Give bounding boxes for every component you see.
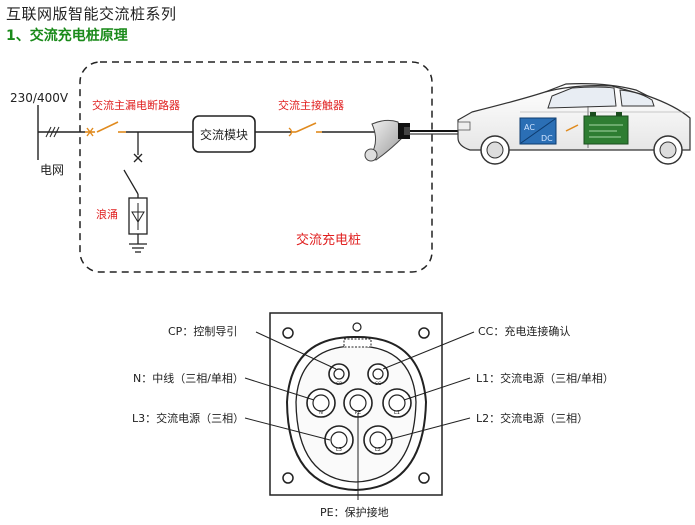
surge-arrester-symbol [128, 197, 148, 244]
pin-cc-text: CC [375, 381, 381, 387]
label-l2: L2：交流电源（三相） [476, 411, 588, 425]
main-breaker-symbol [85, 121, 126, 137]
pin-l2: L2 [363, 425, 393, 455]
pin-n-text: N [319, 410, 323, 416]
pin-pe: PE [343, 388, 373, 418]
pin-l1-text: L1 [394, 410, 400, 416]
converter-dc-text: DC [541, 134, 553, 143]
label-l1: L1：交流电源（三相/单相） [476, 371, 614, 385]
section-subtitle: 1、交流充电桩原理 [6, 28, 128, 44]
pin-l1: L1 [382, 388, 412, 418]
pin-n: N [306, 388, 336, 418]
leader-lines [244, 331, 475, 500]
main-contactor-symbol [288, 122, 322, 137]
pin-l2-text: L2 [375, 447, 381, 453]
battery-link [565, 124, 579, 132]
pin-l3-text: L3 [336, 447, 342, 453]
pin-l3: L3 [324, 425, 354, 455]
charging-plug-icon [364, 119, 410, 162]
label-cc: CC：充电连接确认 [478, 324, 570, 338]
grid-supply [37, 105, 85, 160]
pile-label: 交流充电桩 [296, 232, 361, 248]
electric-car-icon [457, 83, 691, 165]
pile-boundary [79, 61, 433, 273]
ac-module-label: 交流模块 [200, 127, 248, 142]
label-pe: PE：保护接地 [320, 505, 389, 519]
label-n: N：中线（三相/单相） [133, 371, 244, 385]
pin-cp: CP [328, 363, 350, 387]
surge-branch [123, 132, 143, 198]
label-cp: CP：控制导引 [168, 324, 237, 338]
grid-label: 电网 [40, 163, 64, 177]
ac-module-box [192, 115, 256, 153]
battery-icon [583, 112, 629, 145]
page-title: 互联网版智能交流桩系列 [6, 5, 177, 23]
ground-icon [129, 243, 147, 253]
ac-dc-converter: AC DC [519, 117, 557, 145]
pin-cp-text: CP [336, 381, 342, 387]
main-breaker-label: 交流主漏电断路器 [92, 98, 180, 112]
label-l3: L3：交流电源（三相） [132, 411, 244, 425]
surge-label: 浪涌 [96, 207, 118, 221]
converter-ac-text: AC [524, 123, 535, 132]
voltage-label: 230/400V [10, 91, 69, 105]
main-contactor-label: 交流主接触器 [278, 98, 344, 112]
